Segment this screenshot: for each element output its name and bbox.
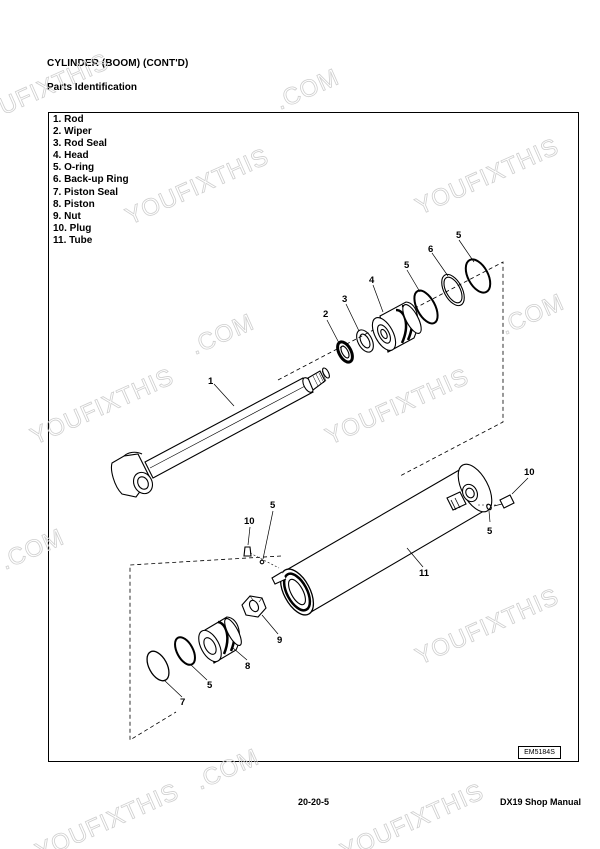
- nut-drawing: [241, 595, 267, 618]
- parts-list-item: 3. Rod Seal: [53, 138, 107, 150]
- callout-piston-seal: 7: [180, 697, 185, 708]
- callout-tube-oring: 5: [270, 500, 276, 511]
- callout-rod: 1: [208, 376, 214, 387]
- callout-tube: 11: [419, 568, 430, 579]
- wiper-drawing: [336, 340, 354, 364]
- callout-outer-oring: 5: [456, 230, 462, 241]
- callout-piston: 8: [245, 661, 250, 672]
- parts-list-item: 9. Nut: [53, 210, 81, 222]
- tube-plug-drawing: [243, 546, 265, 565]
- head-drawing: [371, 301, 422, 353]
- manual-title: DX19 Shop Manual: [500, 797, 582, 807]
- parts-list-item: 7. Piston Seal: [53, 186, 119, 198]
- parts-list-item: 2. Wiper: [53, 126, 92, 138]
- tube-side-plug-drawing: [486, 494, 515, 511]
- callout-nut: 9: [277, 635, 282, 646]
- figure-frame: [48, 112, 579, 762]
- callout-backup-ring: 6: [428, 244, 433, 255]
- backup-ring-drawing: [441, 273, 465, 307]
- parts-list-item: 4. Head: [53, 150, 89, 162]
- parts-list: 1. Rod 2. Wiper 3. Rod Seal 4. Head 5. O…: [53, 114, 129, 247]
- callout-tube-side-oring: 5: [487, 526, 493, 537]
- piston-seal-drawing: [146, 650, 170, 682]
- callout-rod-seal: 3: [342, 294, 347, 305]
- lower-assembly-dashed-line: [129, 555, 282, 741]
- parts-list-item: 11. Tube: [53, 234, 93, 246]
- callout-tube-plug: 10: [244, 516, 255, 527]
- parts-list-item: 5. O-ring: [53, 162, 95, 174]
- upper-assembly-dashed-line: [277, 261, 504, 477]
- tube-drawing: [271, 463, 493, 616]
- parts-list-item: 6. Back-up Ring: [53, 174, 129, 186]
- piston-oring-drawing: [174, 636, 196, 666]
- callout-head-oring: 5: [404, 260, 410, 271]
- section-title: CYLINDER (BOOM) (CONT'D): [47, 58, 189, 69]
- callout-head: 4: [369, 275, 375, 286]
- parts-list-item: 8. Piston: [53, 198, 95, 210]
- rod-drawing: [110, 367, 330, 498]
- piston-drawing: [198, 616, 242, 664]
- callout-tube-side-plug: 10: [524, 467, 535, 478]
- rod-seal-drawing: [356, 329, 374, 353]
- head-oring-drawing: [413, 289, 439, 325]
- figure-id-label: EM5184S: [518, 746, 561, 759]
- callout-wiper: 2: [323, 309, 328, 320]
- page-number: 20-20-5: [298, 797, 330, 807]
- outer-oring-drawing: [464, 258, 492, 294]
- parts-list-item: 10. Plug: [53, 222, 92, 234]
- subsection-title: Parts Identification: [47, 82, 138, 93]
- callout-piston-oring: 5: [207, 680, 213, 691]
- parts-list-item: 1. Rod: [53, 114, 84, 125]
